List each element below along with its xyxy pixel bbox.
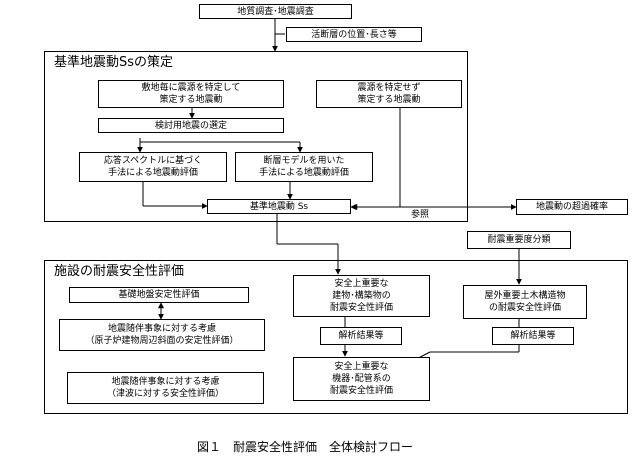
non-specific-box: 震源を特定せず 策定する地震動 <box>316 80 462 108</box>
fault-model-box: 断層モデルを用いた 手法による地震動評価 <box>235 152 373 182</box>
analysis2-box: 解析結果等 <box>492 327 574 345</box>
ss-section-title: 基準地震動Ssの策定 <box>54 55 174 70</box>
site-specific-box: 敷地毎に震源を特定して 策定する地震動 <box>98 80 284 108</box>
active-fault-box: 活断層の位置･長さ等 <box>286 27 422 42</box>
eval-section-title: 施設の耐震安全性評価 <box>54 264 185 279</box>
foundation-box: 基礎地盤安定性評価 <box>69 287 249 303</box>
exceedance-box: 地震動の超過確率 <box>516 199 628 215</box>
eval-section <box>44 260 628 414</box>
building-box: 安全上重要な 建物･構築物の 耐震安全性評価 <box>293 275 430 317</box>
ss-box: 基準地震動 Ss <box>207 199 351 214</box>
select-eq-box: 検討用地震の選定 <box>98 118 284 133</box>
response-spectrum-box: 応答スペクトルに基づく 手法による地震動評価 <box>79 152 227 182</box>
reference-label: 参照 <box>411 210 430 220</box>
tsunami-box: 地震随伴事象に対する考慮 （津波に対する安全性評価） <box>67 372 264 404</box>
geology-survey-box: 地質調査･地震調査 <box>199 4 352 19</box>
civil-box: 屋外重要土木構造物 の耐震安全性評価 <box>463 285 587 319</box>
analysis1-box: 解析結果等 <box>320 327 402 345</box>
ss-section <box>44 51 468 222</box>
slope-box: 地震随伴事象に対する考慮 （原子炉建物周辺斜面の安定性評価） <box>59 319 265 351</box>
importance-box: 耐震重要度分類 <box>467 231 571 249</box>
figure-caption: 図１ 耐震安全性評価 全体検討フロー <box>197 440 414 454</box>
equipment-box: 安全上重要な 機器･配管系の 耐震安全性評価 <box>293 357 430 401</box>
